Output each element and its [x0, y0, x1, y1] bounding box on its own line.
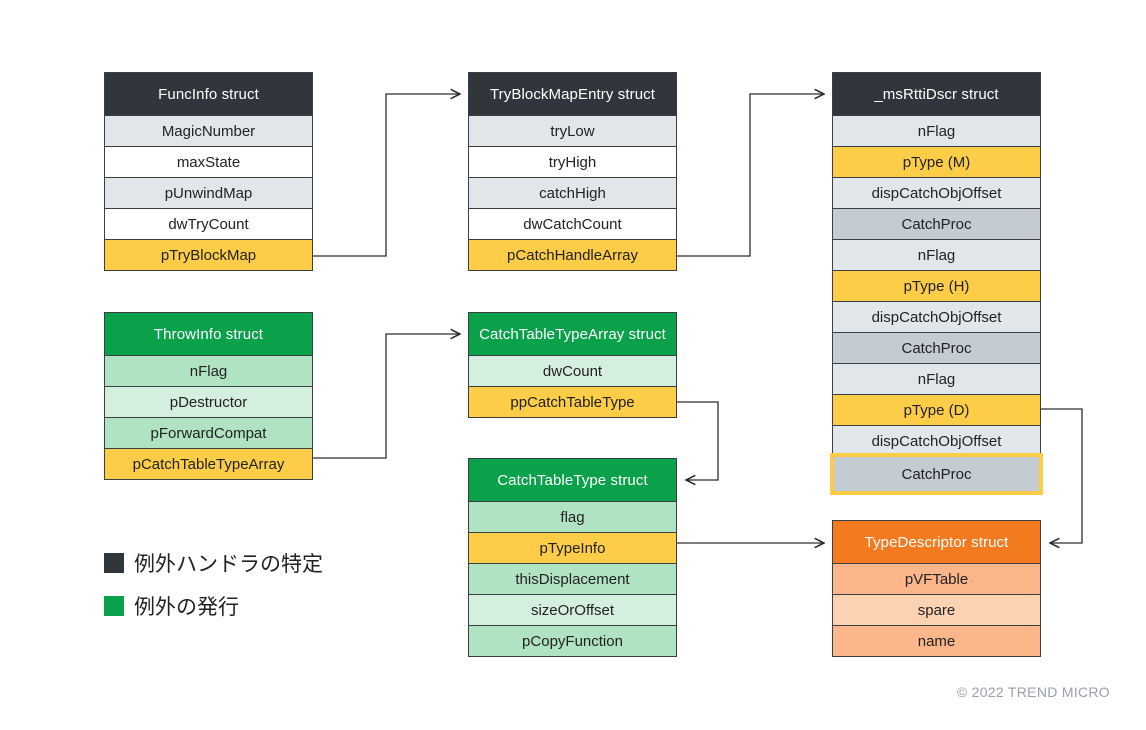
field-ptypeinfo: pTypeInfo — [469, 532, 676, 563]
field-sizeoroffset: sizeOrOffset — [469, 594, 676, 625]
legend-item-exception-handler: 例外ハンドラの特定 — [104, 548, 323, 578]
funcinfo-header: FuncInfo struct — [105, 73, 312, 115]
msrttidscr-struct: _msRttiDscr struct nFlag pType (M) dispC… — [830, 72, 1043, 495]
field-catchproc: CatchProc — [833, 208, 1040, 239]
legend-item-exception-raise: 例外の発行 — [104, 591, 239, 621]
field-dwtrycount: dwTryCount — [105, 208, 312, 239]
field-tryhigh: tryHigh — [469, 146, 676, 177]
field-maxstate: maxState — [105, 146, 312, 177]
field-pcatchtabletypearray: pCatchTableTypeArray — [105, 448, 312, 479]
field-punwindmap: pUnwindMap — [105, 177, 312, 208]
copyright-text: © 2022 TREND MICRO — [956, 684, 1110, 700]
throwinfo-header: ThrowInfo struct — [105, 313, 312, 355]
catchtabletype-header: CatchTableType struct — [469, 459, 676, 501]
field-dispcatchobjoffset: dispCatchObjOffset — [833, 425, 1040, 456]
field-ptype-d: pType (D) — [833, 394, 1040, 425]
arrow-throwinfo-to-ctta — [313, 334, 460, 459]
field-name: name — [833, 625, 1040, 656]
catchtabletype-struct: CatchTableType struct flag pTypeInfo thi… — [468, 458, 677, 657]
legend-swatch-dark — [104, 553, 124, 573]
arrow-catchhandle-to-msrtti — [677, 94, 824, 257]
field-magicnumber: MagicNumber — [105, 115, 312, 146]
funcinfo-struct: FuncInfo struct MagicNumber maxState pUn… — [104, 72, 313, 271]
msrttidscr-header: _msRttiDscr struct — [833, 73, 1040, 115]
field-ppcatchtabletype: ppCatchTableType — [469, 386, 676, 417]
field-dwcatchcount: dwCatchCount — [469, 208, 676, 239]
field-nflag: nFlag — [105, 355, 312, 386]
arrow-trymap-to-tryblock — [313, 94, 460, 257]
catchtabletypearray-struct: CatchTableTypeArray struct dwCount ppCat… — [468, 312, 677, 418]
tryblockmapentry-struct: TryBlockMapEntry struct tryLow tryHigh c… — [468, 72, 677, 271]
catchtabletypearray-header: CatchTableTypeArray struct — [469, 313, 676, 355]
field-dispcatchobjoffset: dispCatchObjOffset — [833, 177, 1040, 208]
field-catchhigh: catchHigh — [469, 177, 676, 208]
tryblockmapentry-header: TryBlockMapEntry struct — [469, 73, 676, 115]
legend-label-dark: 例外ハンドラの特定 — [134, 553, 323, 576]
typedescriptor-header: TypeDescriptor struct — [833, 521, 1040, 563]
field-trylow: tryLow — [469, 115, 676, 146]
field-pcopyfunction: pCopyFunction — [469, 625, 676, 656]
field-flag: flag — [469, 501, 676, 532]
field-pforwardcompat: pForwardCompat — [105, 417, 312, 448]
field-nflag: nFlag — [833, 363, 1040, 394]
field-pvftable: pVFTable — [833, 563, 1040, 594]
field-spare: spare — [833, 594, 1040, 625]
legend-label-green: 例外の発行 — [134, 596, 239, 619]
typedescriptor-struct: TypeDescriptor struct pVFTable spare nam… — [832, 520, 1041, 657]
field-ptryblockmap: pTryBlockMap — [105, 239, 312, 270]
legend-swatch-green — [104, 596, 124, 616]
field-pcatchhandlearray: pCatchHandleArray — [469, 239, 676, 270]
field-nflag: nFlag — [833, 115, 1040, 146]
field-nflag: nFlag — [833, 239, 1040, 270]
field-pdestructor: pDestructor — [105, 386, 312, 417]
arrow-ctta-to-ctt — [677, 401, 719, 480]
field-ptype-h: pType (H) — [833, 270, 1040, 301]
field-dwcount: dwCount — [469, 355, 676, 386]
arrow-ptyped-to-typedesc — [1041, 408, 1083, 543]
field-ptype-m: pType (M) — [833, 146, 1040, 177]
field-catchproc-highlighted: CatchProc — [830, 453, 1043, 495]
field-dispcatchobjoffset: dispCatchObjOffset — [833, 301, 1040, 332]
throwinfo-struct: ThrowInfo struct nFlag pDestructor pForw… — [104, 312, 313, 480]
field-catchproc: CatchProc — [833, 332, 1040, 363]
field-thisdisplacement: thisDisplacement — [469, 563, 676, 594]
